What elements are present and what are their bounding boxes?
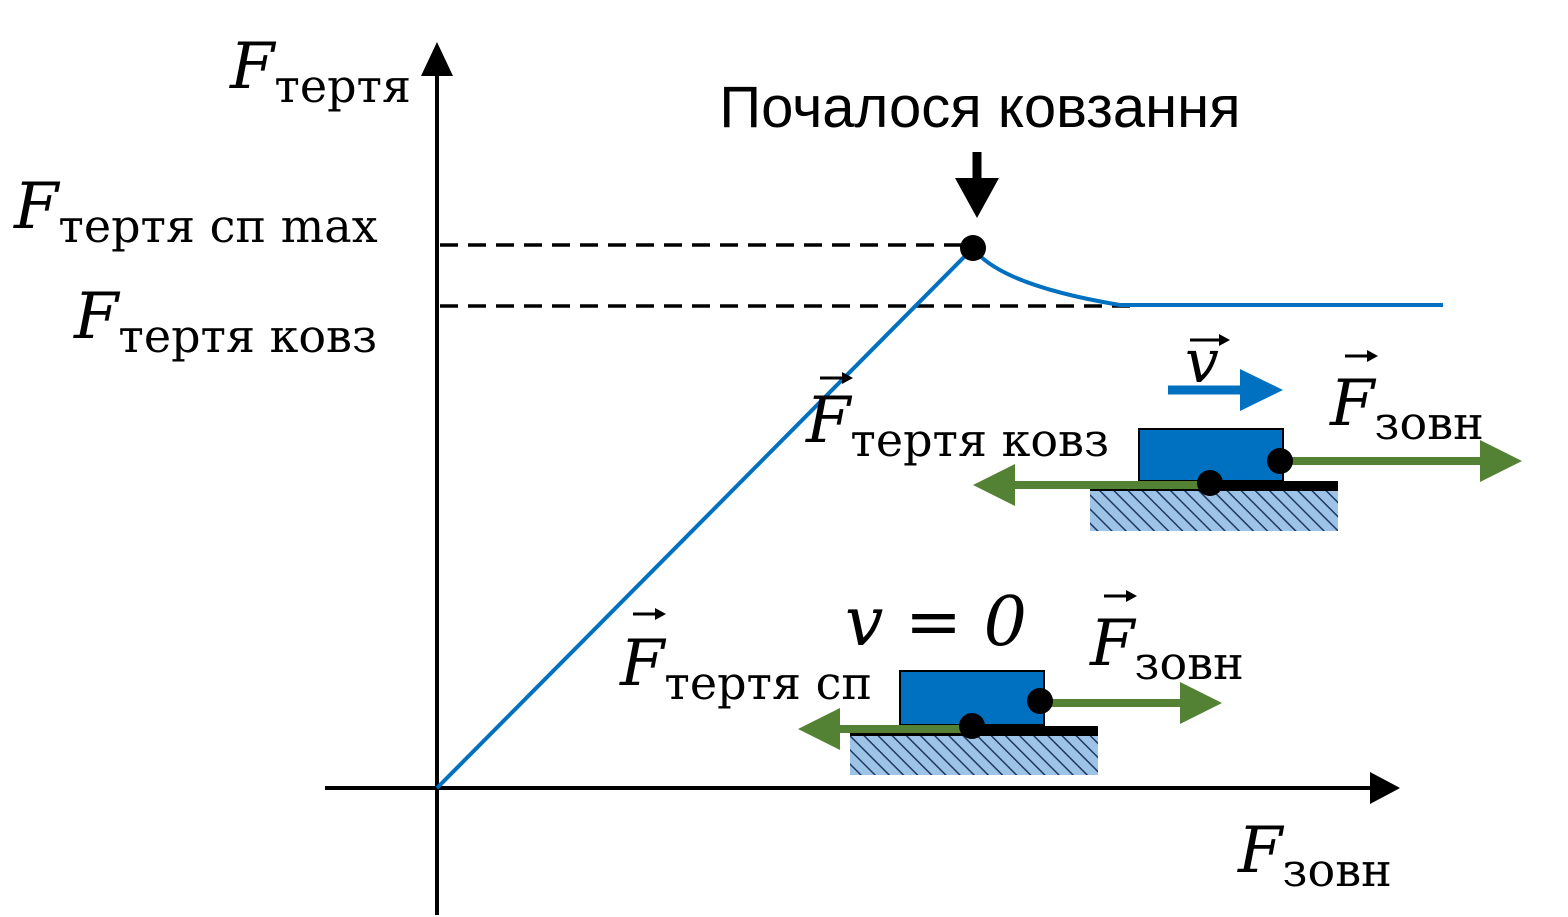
y-axis-arrowhead	[421, 42, 453, 76]
static-friction-label: Fтертя сп	[619, 627, 872, 710]
y-axis-label: Fтертя	[229, 30, 411, 113]
static-surface-hatch	[850, 733, 1098, 775]
x-axis-arrowhead	[1370, 772, 1400, 804]
static-external-vector-icon	[1104, 590, 1137, 602]
kinetic-level-label: Fтертя ковз	[73, 280, 377, 363]
static-friction-arrow	[798, 708, 972, 750]
static-max-level-label: Fтертя сп max	[13, 170, 378, 253]
sliding-friction-application-point	[1197, 470, 1223, 496]
velocity-arrow	[1168, 369, 1283, 411]
velocity-vector-arrow-icon	[1190, 334, 1230, 346]
sliding-friction-vector-icon	[820, 372, 853, 384]
sliding-friction-arrow	[973, 464, 1210, 506]
axes	[325, 42, 1400, 915]
sliding-external-arrow	[1280, 440, 1522, 482]
slip-onset-annotation: Почалося ковзання	[719, 75, 1240, 140]
static-external-application-point	[1027, 688, 1053, 714]
sliding-external-vector-icon	[1345, 350, 1378, 362]
annotation-arrow	[955, 152, 999, 218]
slip-onset-point	[960, 235, 986, 261]
sliding-friction-label: Fтертя ковз	[805, 384, 1109, 467]
x-axis-label: Fзовн	[1237, 814, 1392, 897]
sliding-external-label: Fзовн	[1329, 367, 1484, 450]
static-friction-application-point	[959, 713, 985, 739]
sliding-external-application-point	[1267, 448, 1293, 474]
static-scene: v = 0 Fтертя сп Fзовн	[619, 583, 1244, 775]
static-friction-vector-icon	[633, 608, 666, 620]
zero-velocity-label: v = 0	[845, 583, 1027, 662]
static-external-label: Fзовн	[1089, 607, 1244, 690]
sliding-scene: v Fтертя ковз Fзовн	[805, 327, 1522, 531]
static-external-arrow	[1040, 682, 1222, 724]
